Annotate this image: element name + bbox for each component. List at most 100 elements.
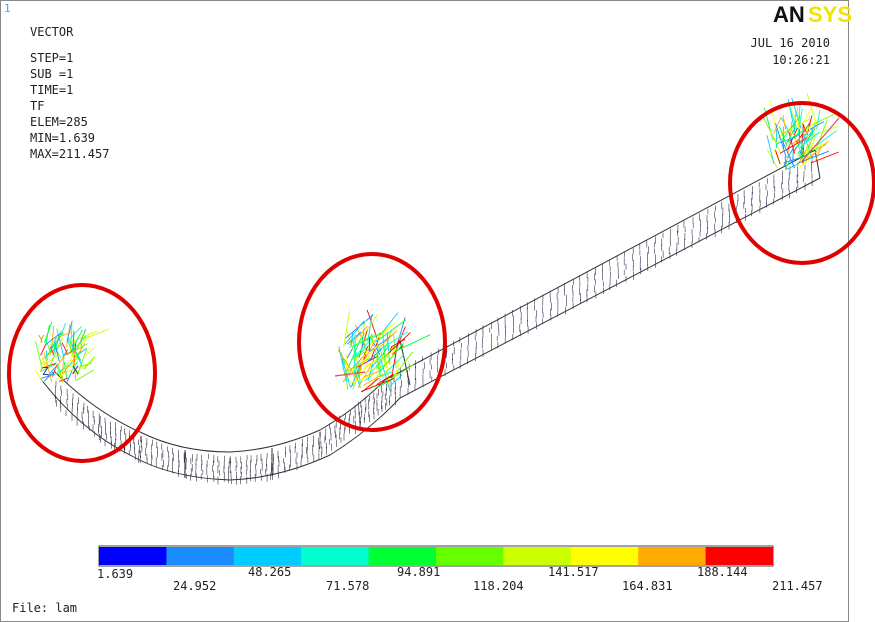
vector-arrow (360, 377, 395, 393)
vector-arrow (35, 341, 43, 368)
vector-arrow (805, 119, 818, 132)
vector-arrow (41, 363, 56, 369)
vector-arrow (375, 319, 407, 342)
vector-arrow (775, 123, 787, 158)
vector-arrow (83, 328, 109, 340)
vector-arrow (346, 331, 362, 345)
vector-arrow (805, 125, 838, 139)
vector-arrow (784, 156, 787, 170)
vector-arrow (364, 372, 375, 382)
info-line-time: TIME=1 (30, 83, 73, 97)
legend-label-8: 164.831 (622, 579, 673, 593)
highlight-circle-right (728, 101, 875, 265)
pipe-outline-lower (39, 177, 821, 481)
vector-arrow (55, 373, 65, 381)
vector-arrow (785, 163, 799, 171)
legend-color-bar (166, 547, 235, 565)
window-border (0, 0, 849, 622)
logo-text-dark: AN (773, 2, 805, 27)
legend-label-9: 188.144 (697, 565, 748, 579)
vector-arrow (344, 320, 365, 345)
vector-arrow (809, 124, 816, 136)
vector-arrow (52, 362, 73, 377)
legend-color-bar (99, 547, 167, 565)
vector-arrow (364, 358, 379, 368)
vector-arrow (73, 358, 96, 375)
vector-arrow (778, 126, 788, 147)
info-line-result: TF (30, 99, 44, 113)
vector-arrow (806, 93, 818, 127)
vector-arrow (793, 110, 797, 132)
vector-arrow (789, 121, 793, 146)
vector-arrow (343, 358, 370, 374)
vector-arrow (73, 335, 87, 350)
vector-arrow (391, 374, 403, 385)
vector-arrow (781, 140, 796, 169)
vector-arrow (814, 147, 822, 162)
vector-arrow (366, 309, 378, 340)
vector-arrow (44, 353, 60, 365)
vector-arrow (793, 130, 810, 151)
vector-arrow (48, 332, 65, 347)
color-legend: 1.639 48.265 94.891 141.517 188.144 24.9… (97, 545, 823, 593)
vector-arrow (345, 372, 349, 390)
vector-arrow (367, 313, 373, 342)
vector-arrow (391, 338, 406, 348)
vector-arrow (59, 323, 67, 338)
vector-arrow (386, 332, 390, 352)
vector-arrow (378, 367, 390, 379)
vector-arrow (72, 361, 79, 370)
vector-arrow (796, 142, 815, 168)
vector-arrow (781, 115, 801, 141)
vector-arrow (792, 146, 794, 165)
time-label: 10:26:21 (772, 53, 830, 67)
vector-arrow (360, 344, 379, 365)
legend-color-bars (99, 547, 774, 565)
vector-arrow (72, 330, 75, 351)
triad-x-label: X (72, 364, 79, 377)
vector-arrow (352, 334, 374, 348)
vector-arrow (801, 142, 803, 157)
highlight-annotations (7, 101, 875, 463)
vector-arrow (70, 331, 97, 343)
vector-arrow (62, 349, 82, 374)
info-line-sub: SUB =1 (30, 67, 73, 81)
vector-arrow (354, 355, 379, 369)
vector-arrow (43, 371, 55, 382)
vector-arrow (358, 368, 361, 385)
file-label: File: lam (12, 601, 77, 615)
vector-arrow (43, 352, 53, 382)
vector-arrow (344, 338, 362, 375)
vector-arrow (39, 360, 45, 372)
vector-arrow (59, 377, 69, 382)
vector-arrow (77, 348, 87, 355)
vector-arrow (56, 337, 64, 348)
legend-label-4: 71.578 (326, 579, 369, 593)
vector-arrow (343, 310, 351, 347)
vector-arrow (368, 322, 396, 347)
vector-arrow (766, 149, 778, 169)
vector-arrow (802, 117, 840, 161)
vector-arrow (66, 370, 73, 383)
legend-label-2: 24.952 (173, 579, 216, 593)
vector-arrow (83, 347, 95, 357)
vector-arrow (41, 374, 54, 379)
info-line-step: STEP=1 (30, 51, 73, 65)
vector-arrow (380, 370, 394, 377)
vector-arrow (376, 373, 394, 385)
vector-arrow (379, 329, 398, 348)
triad-z-label: Z (42, 365, 49, 378)
vector-arrow (66, 343, 88, 356)
vector-arrow (357, 361, 392, 377)
vector-arrow (367, 348, 382, 362)
viewport-number: 1 (4, 2, 11, 15)
vector-arrow (816, 109, 821, 130)
legend-color-bar (705, 547, 774, 565)
legend-label-10: 211.457 (772, 579, 823, 593)
vector-arrow (79, 343, 83, 354)
legend-label-6: 118.204 (473, 579, 524, 593)
vector-arrow (775, 149, 781, 165)
info-line-elem: ELEM=285 (30, 115, 88, 129)
legend-color-bar (301, 547, 370, 565)
